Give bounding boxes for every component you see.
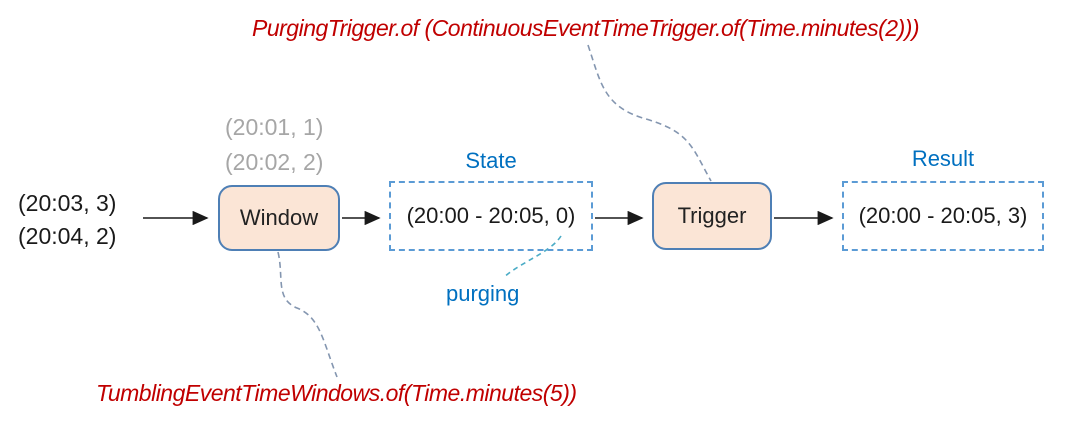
callout-curve-trigger-annotation [587,44,712,182]
state-box: (20:00 - 20:05, 0) [389,181,593,251]
processed-event-2: (20:02, 2) [225,149,324,175]
processed-events: (20:01, 1) (20:02, 2) [225,110,323,180]
result-box-title: Result [911,146,975,171]
incoming-events: (20:03, 3) (20:04, 2) [18,187,116,253]
trigger-node: Trigger [652,182,772,250]
callout-curve-window-annotation [277,251,338,378]
purging-label: purging [446,281,520,306]
result-box: (20:00 - 20:05, 3) [842,181,1044,251]
state-box-title: State [465,148,517,173]
tumbling-window-code-annotation: TumblingEventTimeWindows.of(Time.minutes… [96,380,577,406]
incoming-event-2: (20:04, 2) [18,223,117,249]
window-node: Window [218,185,340,251]
purging-trigger-code-annotation: PurgingTrigger.of (ContinuousEventTimeTr… [252,15,920,41]
incoming-event-1: (20:03, 3) [18,190,117,216]
processed-event-1: (20:01, 1) [225,114,324,140]
